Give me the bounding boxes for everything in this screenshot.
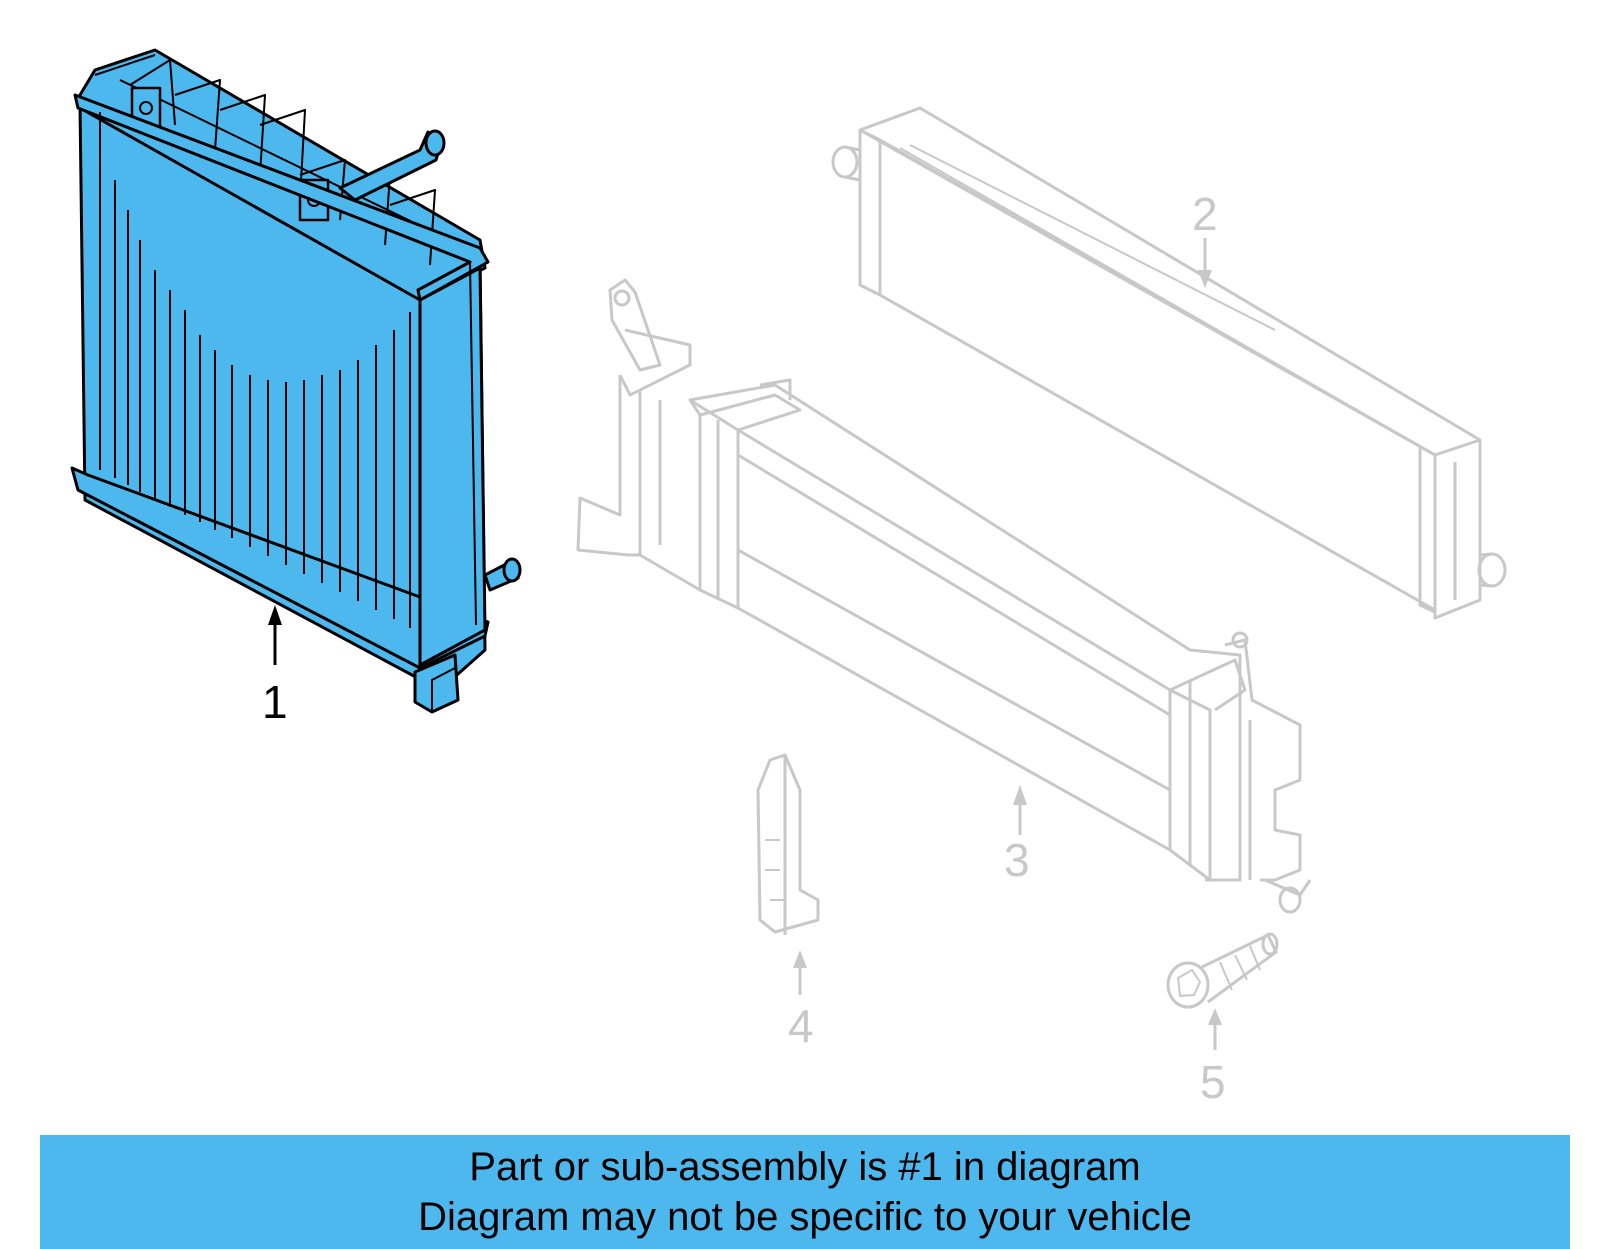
- callout-3[interactable]: 3: [1004, 785, 1030, 886]
- part-3-condenser[interactable]: [576, 278, 1312, 914]
- callout-2-label: 2: [1192, 188, 1218, 240]
- callout-5[interactable]: 5: [1200, 1008, 1226, 1108]
- part-5-bolt[interactable]: [1166, 932, 1279, 1009]
- callout-1[interactable]: 1: [262, 605, 288, 728]
- callout-5-label: 5: [1200, 1056, 1226, 1108]
- callout-1-label: 1: [262, 676, 288, 728]
- part-1-radiator[interactable]: [70, 48, 522, 714]
- callout-4[interactable]: 4: [788, 950, 814, 1052]
- callout-2[interactable]: 2: [1192, 188, 1218, 288]
- part-4-bracket[interactable]: [756, 753, 820, 935]
- info-banner: Part or sub-assembly is #1 in diagram Di…: [40, 1135, 1570, 1249]
- callout-3-label: 3: [1004, 834, 1030, 886]
- banner-line-1: Part or sub-assembly is #1 in diagram: [469, 1145, 1141, 1189]
- banner-line-2: Diagram may not be specific to your vehi…: [418, 1195, 1192, 1239]
- callout-4-label: 4: [788, 1000, 814, 1052]
- part-2-cooler[interactable]: [831, 106, 1507, 620]
